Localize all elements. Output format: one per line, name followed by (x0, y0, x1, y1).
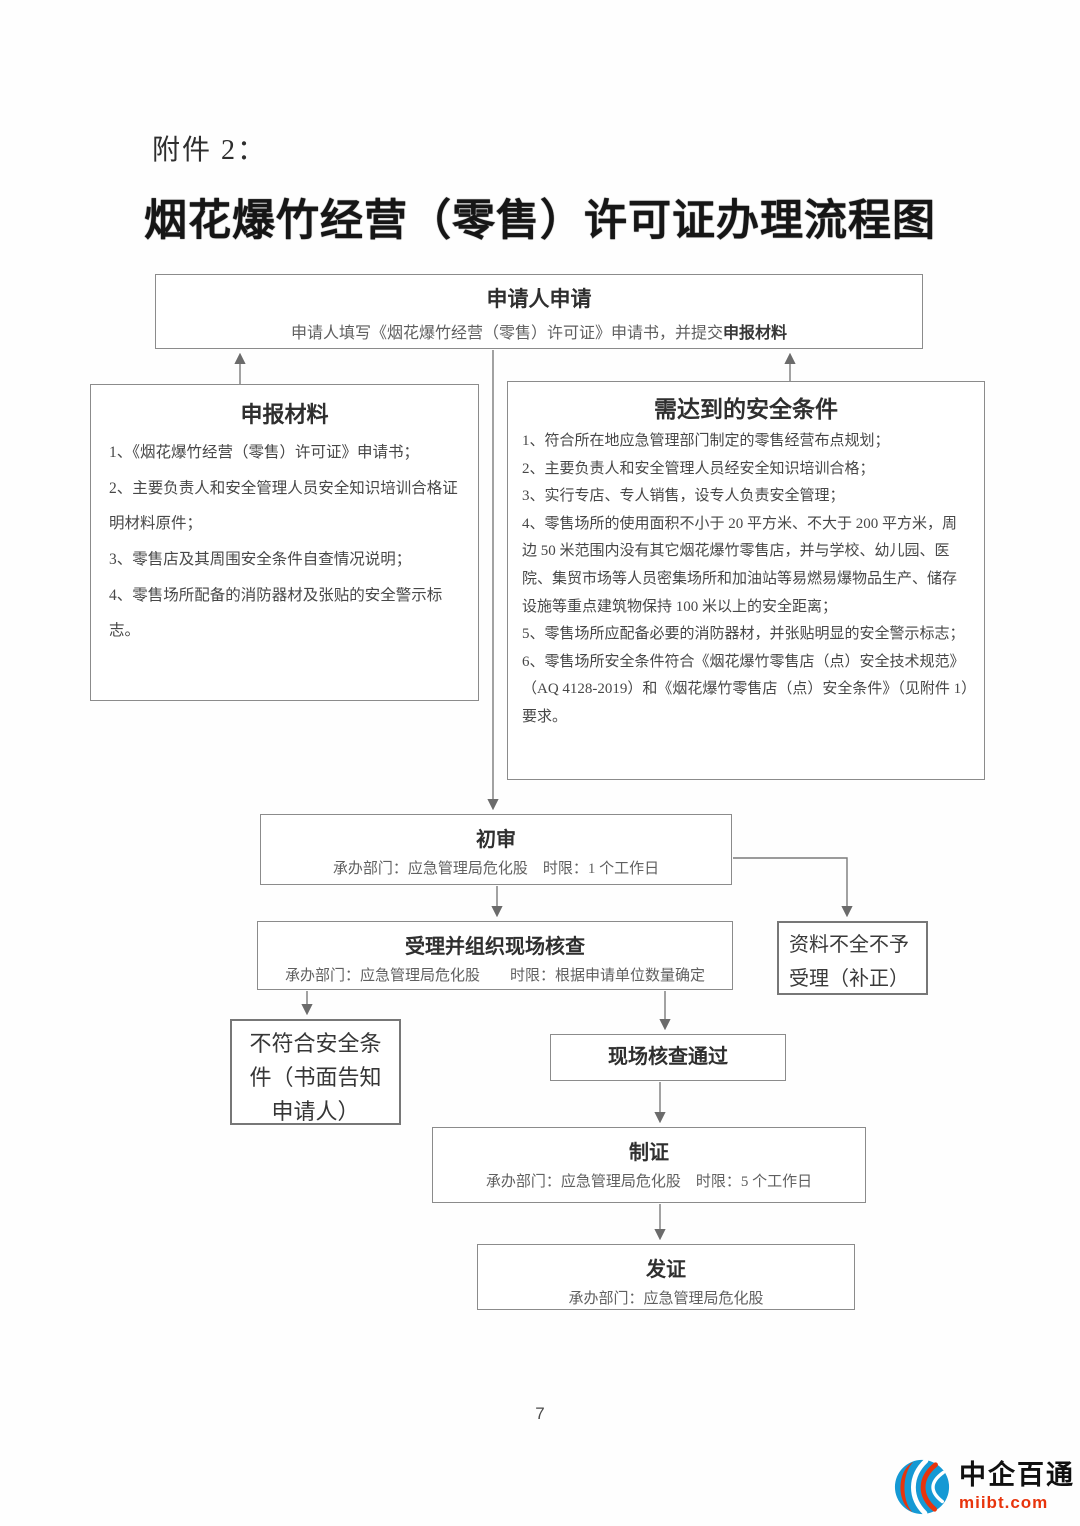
list-item: 4、零售场所的使用面积不小于 20 平方米、不大于 200 平方米，周边 50 … (522, 515, 958, 615)
node-title: 受理并组织现场核查 (405, 936, 585, 958)
flow-node-applicant-apply: 申请人申请 申请人填写《烟花爆竹经营（零售）许可证》申请书，并提交申报材料 (155, 274, 923, 349)
subtitle-bold-text: 申报材料 (723, 325, 788, 342)
flow-node-make-certificate: 制证 承办部门：应急管理局危化股 时限：5 个工作日 (432, 1127, 866, 1203)
brand-watermark: 中企百通 miibt.com (893, 1458, 1075, 1516)
subtitle-text: 申请人填写《烟花爆竹经营（零售）许可证》申请书，并提交 (290, 325, 723, 342)
list-item: 1、《烟花爆竹经营（零售）许可证》申请书； (109, 444, 420, 461)
flow-node-first-review: 初审 承办部门：应急管理局危化股 时限：1 个工作日 (260, 814, 732, 885)
flow-node-issue-certificate: 发证 承办部门：应急管理局危化股 (477, 1244, 855, 1310)
list-item: 4、零售场所配备的消防器材及张贴的安全警示标志。 (109, 586, 443, 640)
node-subtitle: 申请人填写《烟花爆竹经营（零售）许可证》申请书，并提交申报材料 (156, 319, 922, 343)
node-title: 现场核查通过 (608, 1046, 728, 1068)
materials-list: 1、《烟花爆竹经营（零售）许可证》申请书； 2、主要负责人和安全管理人员安全知识… (109, 435, 460, 649)
node-subtitle: 承办部门：应急管理局危化股 (568, 1291, 764, 1307)
list-item: 3、实行专店、专人销售，设专人负责安全管理； (522, 488, 845, 505)
brand-name: 中企百通 (959, 1460, 1075, 1491)
arrow-first-review-to-incomplete (733, 857, 853, 918)
list-item: 1、符合所在地应急管理部门制定的零售经营布点规划； (522, 433, 890, 449)
flow-node-safety-conditions: 需达到的安全条件 1、符合所在地应急管理部门制定的零售经营布点规划； 2、主要负… (507, 381, 985, 780)
node-subtitle: 承办部门：应急管理局危化股 时限：1 个工作日 (332, 861, 660, 877)
attachment-label: 附件 2： (152, 135, 268, 166)
list-item: 3、零售店及其周围安全条件自查情况说明； (109, 550, 412, 568)
list-item: 2、主要负责人和安全管理人员经安全知识培训合格； (522, 460, 875, 477)
page-title: 烟花爆竹经营（零售）许可证办理流程图 (144, 197, 936, 245)
flow-node-site-check-passed: 现场核查通过 (550, 1034, 786, 1081)
node-title: 申报材料 (240, 402, 329, 427)
brand-logo-icon (894, 1458, 950, 1516)
node-title: 需达到的安全条件 (654, 396, 838, 422)
flow-node-application-materials: 申报材料 1、《烟花爆竹经营（零售）许可证》申请书； 2、主要负责人和安全管理人… (90, 384, 479, 701)
brand-domain: miibt.com (959, 1492, 1049, 1512)
flow-node-incomplete-materials: 资料不全不予受理（补正） (777, 921, 928, 995)
node-title: 制证 (629, 1142, 669, 1164)
node-title: 申请人申请 (486, 288, 592, 311)
node-title: 初审 (476, 829, 516, 851)
flow-node-not-meeting-conditions: 不符合安全条件（书面告知申请人） (230, 1019, 401, 1125)
list-item: 2、主要负责人和安全管理人员安全知识培训合格证明材料原件； (109, 479, 458, 533)
node-subtitle: 承办部门：应急管理局危化股 时限：5 个工作日 (485, 1174, 813, 1190)
safety-list: 1、符合所在地应急管理部门制定的零售经营布点规划； 2、主要负责人和安全管理人员… (522, 428, 970, 732)
node-subtitle: 承办部门：应急管理局危化股 时限：根据申请单位数量确定 (284, 968, 705, 984)
flow-node-acceptance-site-check: 受理并组织现场核查 承办部门：应急管理局危化股 时限：根据申请单位数量确定 (257, 921, 733, 990)
page-number: 7 (535, 1404, 545, 1423)
node-title: 发证 (646, 1259, 686, 1281)
brand-text-block: 中企百通 miibt.com (959, 1460, 1075, 1513)
list-item: 6、零售场所安全条件符合《烟花爆竹零售店（点）安全技术规范》（AQ 4128-2… (522, 653, 969, 725)
list-item: 5、零售场所应配备必要的消防器材，并张贴明显的安全警示标志； (522, 626, 965, 643)
